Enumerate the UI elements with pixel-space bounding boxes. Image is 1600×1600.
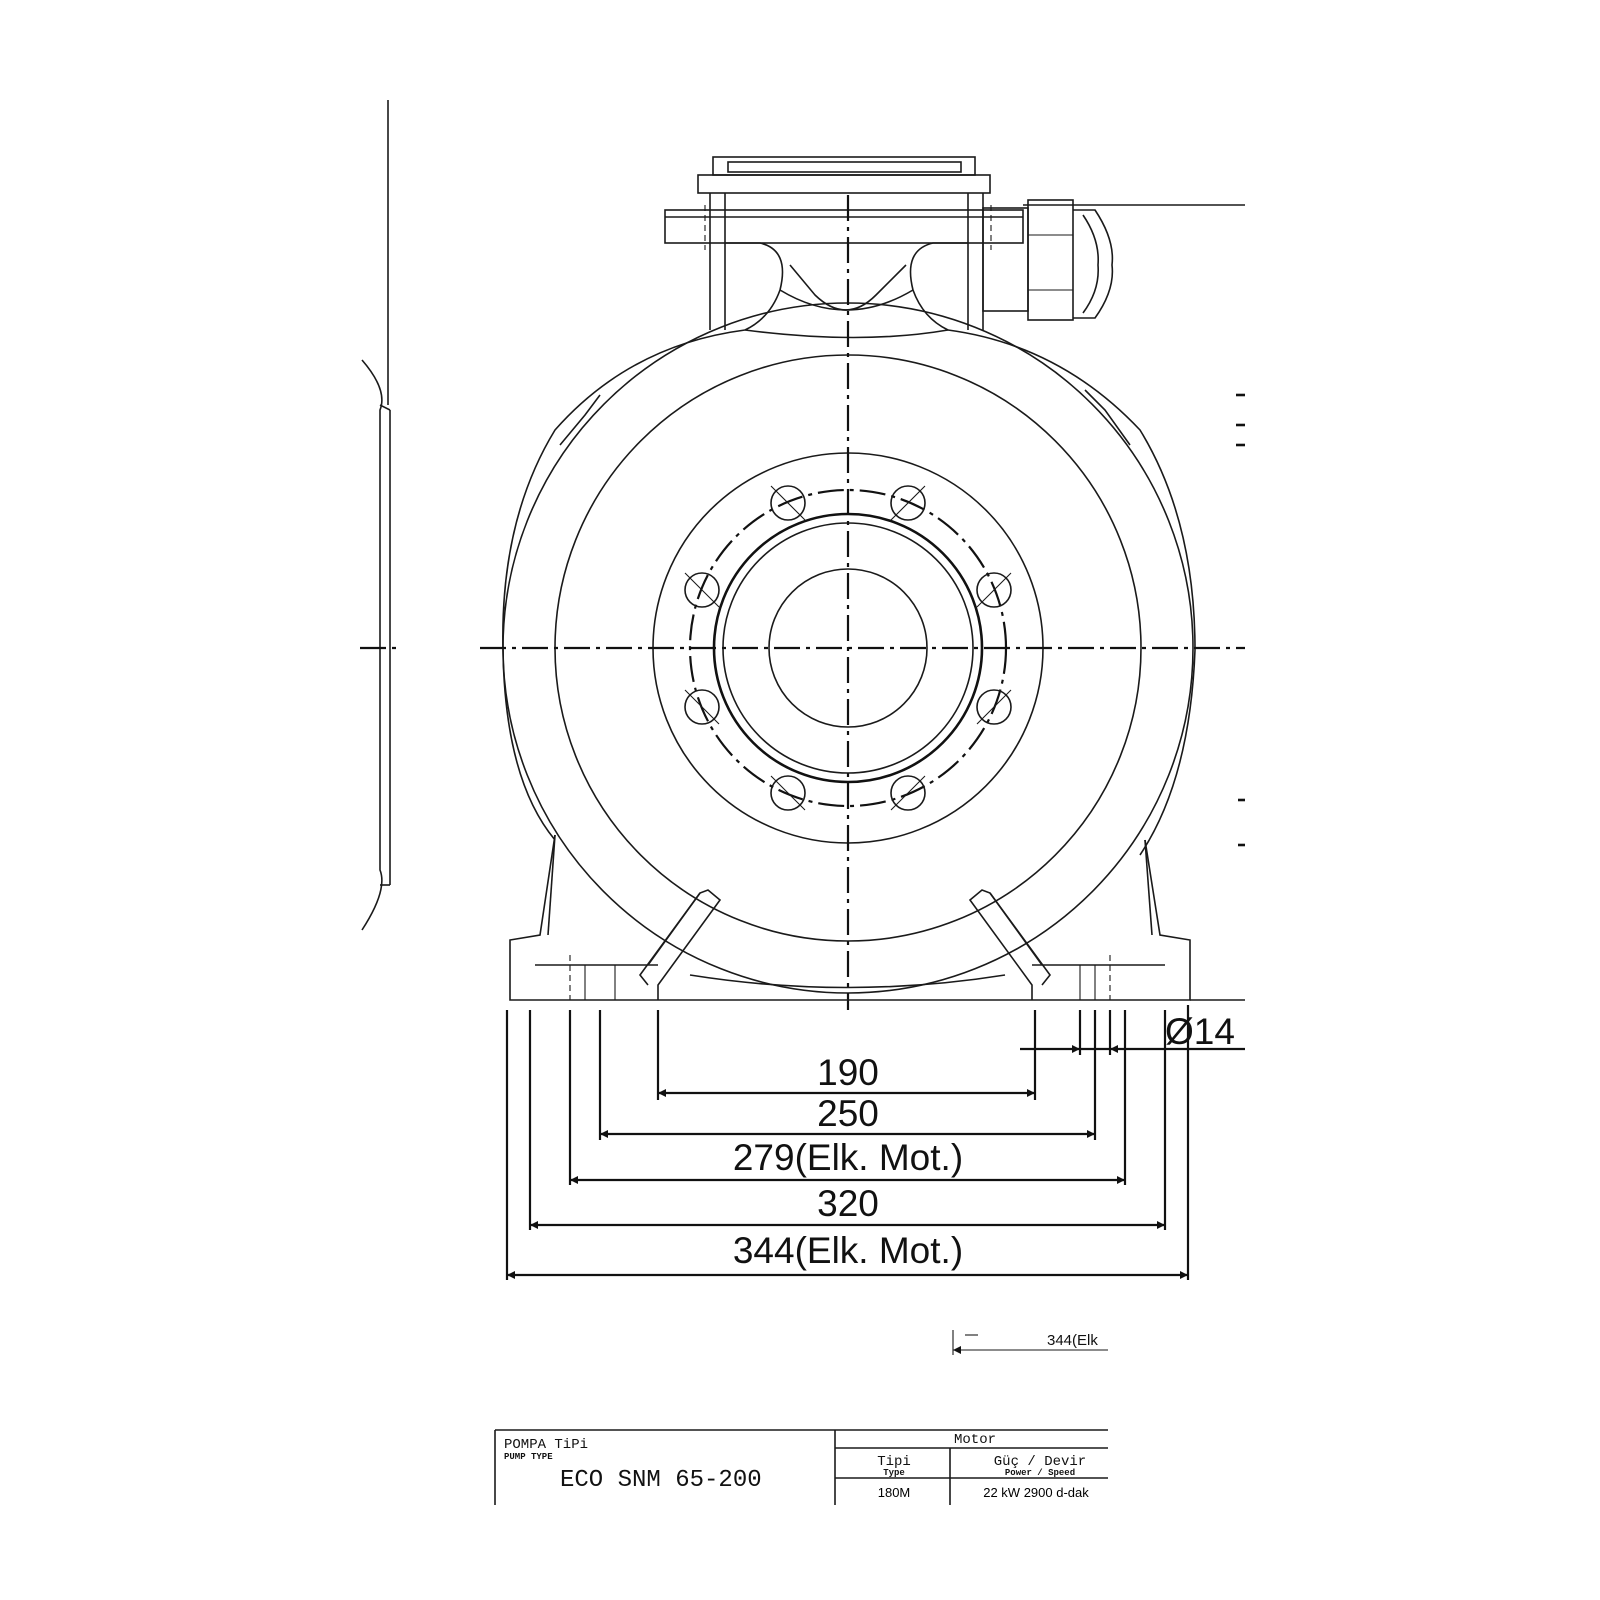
bolt-hole — [890, 775, 926, 811]
pump-type-sub: PUMP TYPE — [504, 1452, 553, 1462]
partial-dimension — [952, 1330, 1108, 1355]
motor-power-label: Güç / Devir — [994, 1454, 1086, 1470]
discharge-flange — [664, 156, 1024, 331]
title-block — [494, 1429, 1108, 1505]
bolt-hole — [976, 572, 1012, 608]
bolt-hole — [684, 572, 720, 608]
side-view-fragment — [360, 100, 402, 931]
dim-344-label: 344(Elk. Mot.) — [733, 1230, 963, 1271]
bolt-hole — [890, 485, 926, 521]
motor-type-sub: Type — [883, 1468, 905, 1478]
dim-250-label: 250 — [817, 1093, 879, 1134]
motor-header: Motor — [954, 1432, 996, 1448]
right-edge-cut-marks — [1236, 393, 1245, 847]
terminal-box — [982, 199, 1245, 321]
pump-type-value: ECO SNM 65-200 — [560, 1467, 762, 1494]
extension-lines — [505, 1005, 1190, 1280]
dim-190-label: 190 — [817, 1052, 879, 1093]
pump-feet — [509, 834, 1245, 1001]
dimension-lines — [507, 1045, 1245, 1279]
flange-bolt-holes — [684, 485, 1012, 811]
partial-dim-label: 344(Elk — [1047, 1332, 1098, 1349]
dim-phi-label: Ø14 — [1165, 1011, 1235, 1052]
bolt-hole — [684, 689, 720, 725]
pump-type-label: POMPA TiPi — [504, 1437, 588, 1453]
motor-power-sub: Power / Speed — [1005, 1468, 1075, 1478]
motor-type-label: Tipi — [877, 1454, 911, 1470]
motor-power-value: 22 kW 2900 d-dak — [983, 1485, 1089, 1500]
dim-279-label: 279(Elk. Mot.) — [733, 1137, 963, 1178]
bolt-hole — [976, 689, 1012, 725]
centerlines — [480, 195, 1245, 1010]
bolt-hole — [770, 485, 806, 521]
motor-type-value: 180M — [878, 1485, 911, 1500]
bolt-hole — [770, 775, 806, 811]
dim-320-label: 320 — [817, 1183, 879, 1224]
